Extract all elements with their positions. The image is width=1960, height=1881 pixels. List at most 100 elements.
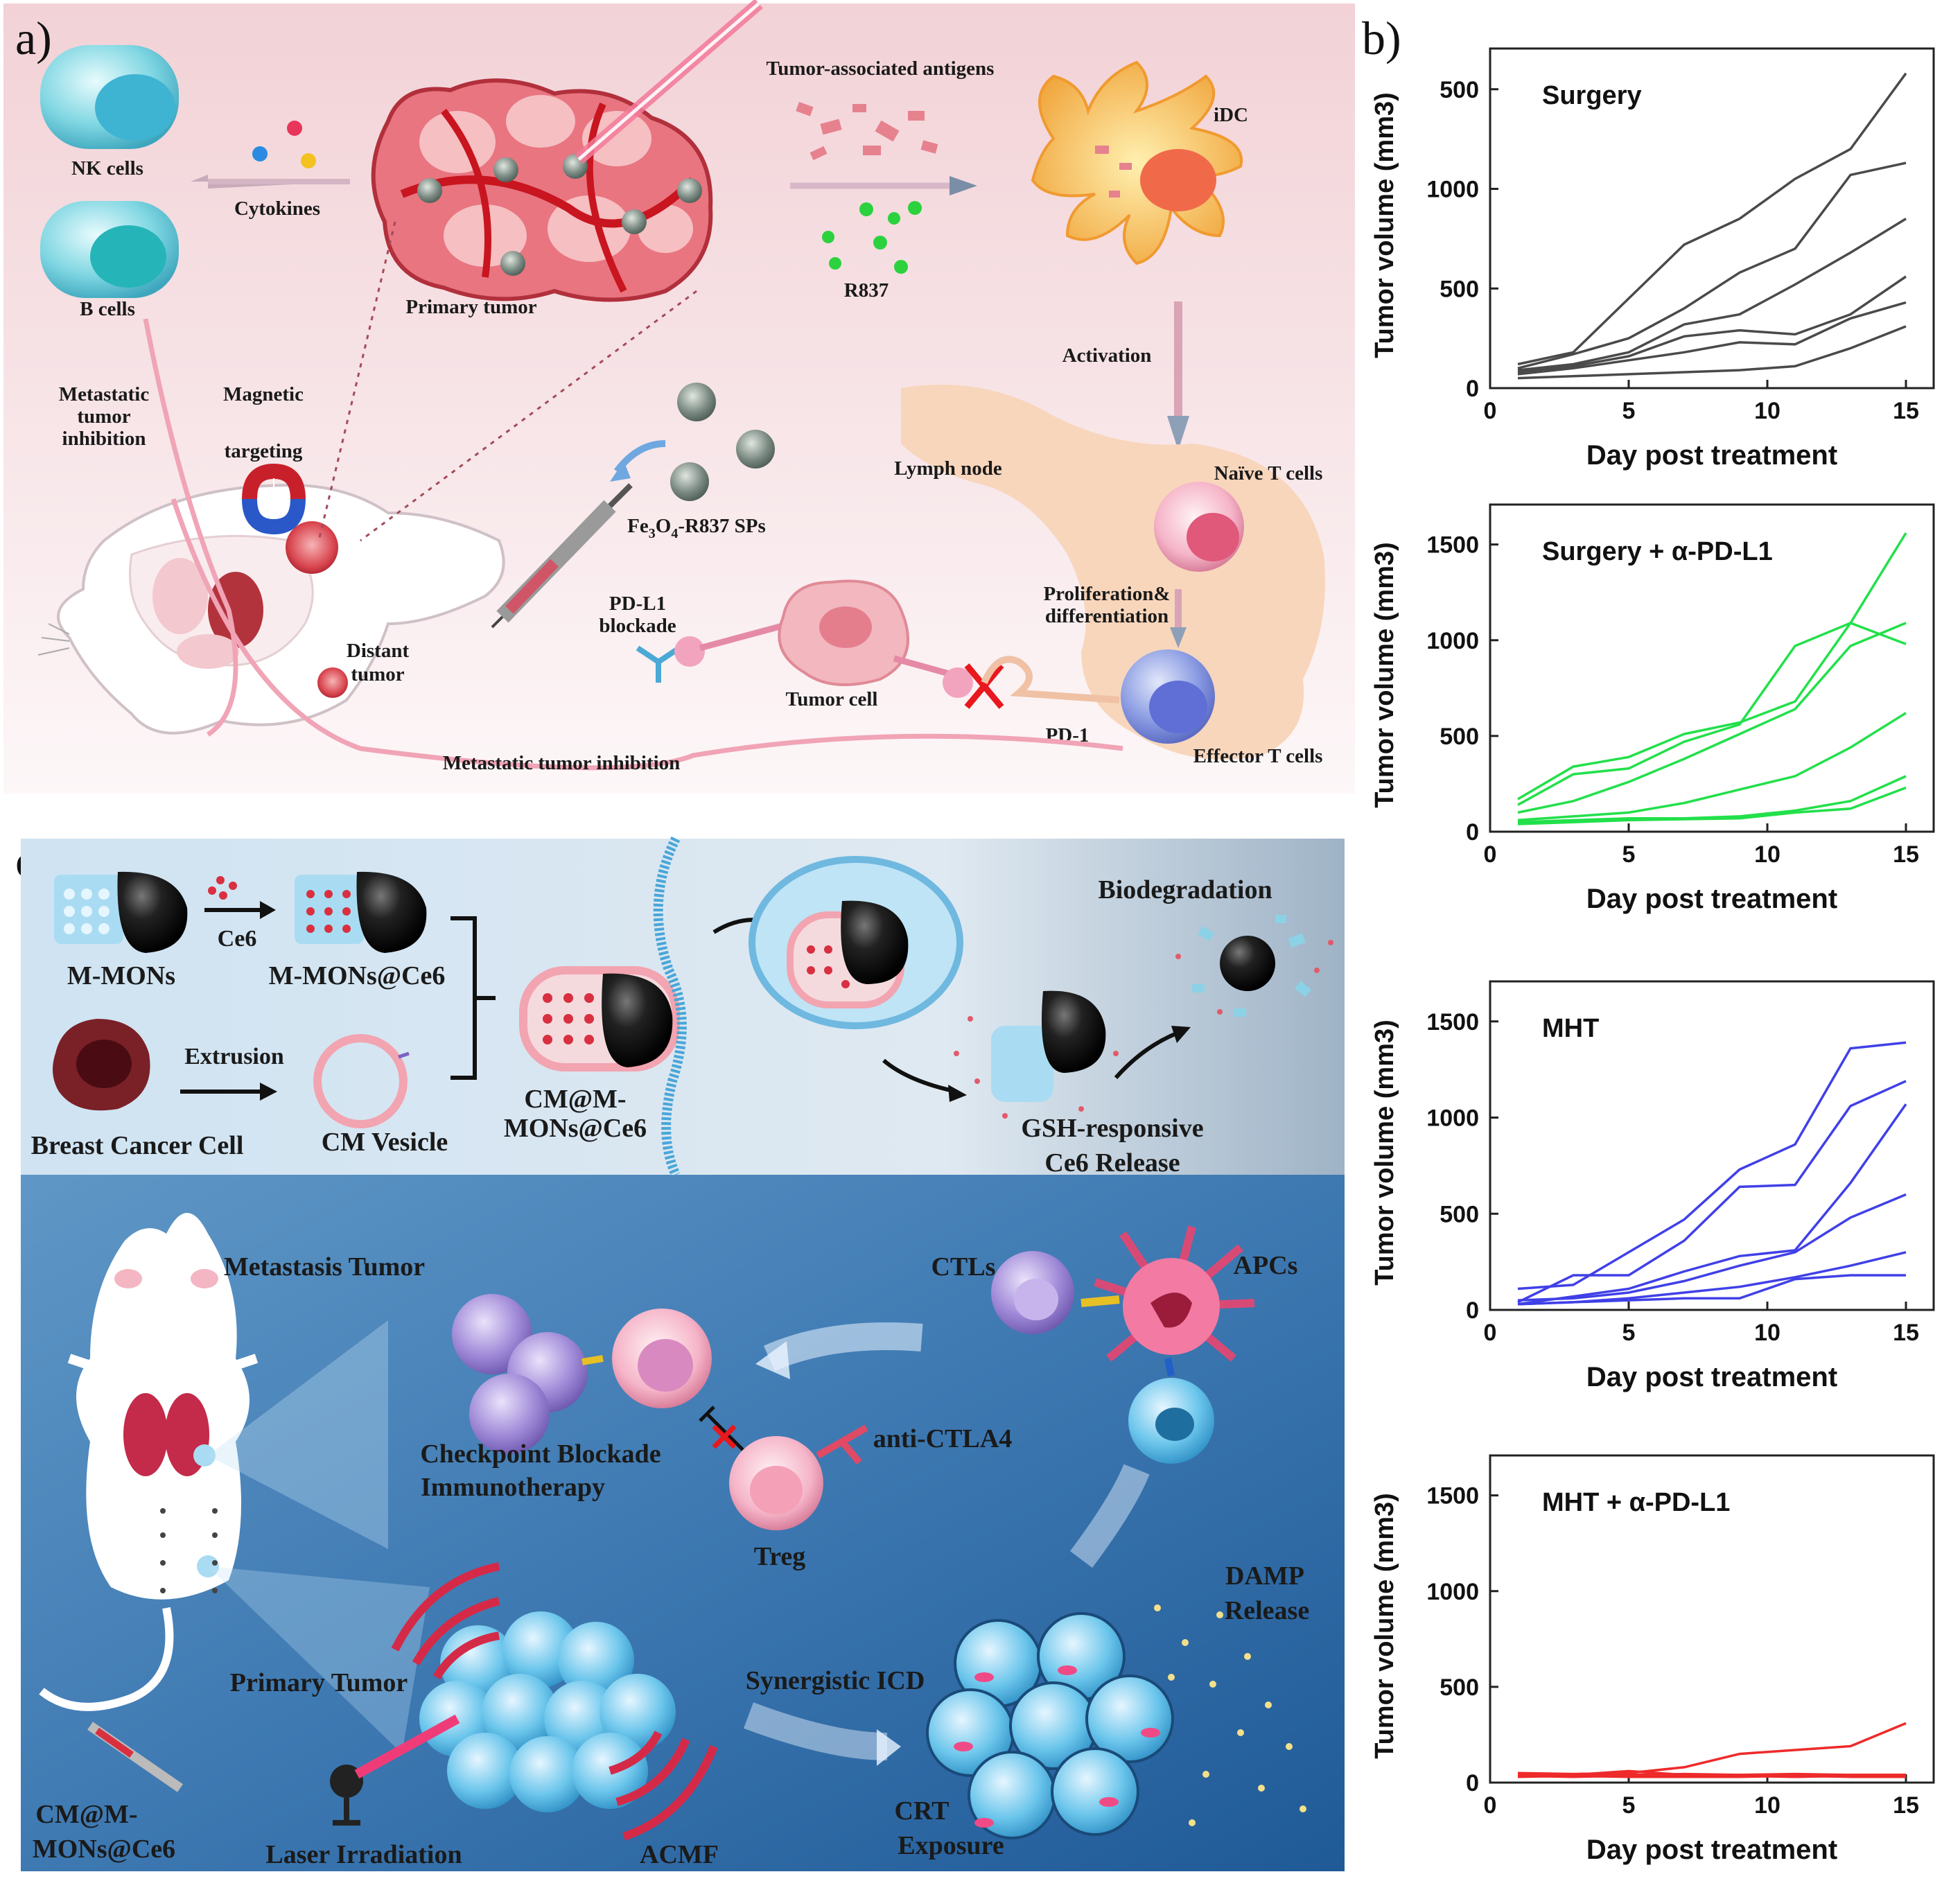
cm-m-mons-ce6-label-1: CM@M- (524, 1085, 626, 1114)
mouse-top-view (39, 1213, 259, 1711)
breast-cancer-cell (53, 1019, 150, 1111)
primary-tumor-illustration (371, 78, 713, 302)
chart-title: Surgery + α-PD-L1 (1542, 537, 1773, 566)
y-tick-label: 1000 (1426, 177, 1479, 203)
nk-cell (40, 45, 179, 149)
anti-ctla4-label: anti-CTLA4 (873, 1424, 1013, 1453)
y-axis-label: Tumor volume (mm3) (1370, 1020, 1399, 1286)
pd-l1-label-2: blockade (599, 615, 676, 637)
y-tick-label: 1500 (1426, 532, 1479, 559)
lymph-node (901, 385, 1325, 760)
x-tick-label: 10 (1754, 1320, 1780, 1346)
series-line-3 (1517, 218, 1907, 371)
distant-tumor-label-2: tumor (351, 663, 404, 685)
series-line-5 (1517, 301, 1907, 376)
checkpoint-label-2: Immunotherapy (421, 1473, 605, 1502)
crt-label-2: Exposure (898, 1831, 1004, 1860)
cm-vesicle-label: CM Vesicle (322, 1128, 448, 1157)
x-tick-label: 0 (1484, 398, 1497, 424)
cytokine-dot (287, 121, 302, 136)
cm-m-mons-ce6-particle (519, 966, 680, 1071)
pd-l1-label-1: PD-L1 (609, 593, 666, 615)
ctl-cell-right (991, 1251, 1074, 1334)
b-cells-label: B cells (80, 298, 135, 320)
antigen-arrow (950, 176, 977, 195)
series-line-5 (1517, 775, 1907, 823)
y-tick-label: 500 (1440, 724, 1479, 750)
x-tick-label: 15 (1893, 1320, 1919, 1346)
primary-tumor-label: Primary tumor (405, 296, 536, 318)
metastatic-label-3: inhibition (62, 428, 146, 450)
cytokine-dot (301, 153, 316, 168)
magnet-icon (242, 463, 306, 535)
endosome (749, 856, 963, 1029)
chart-title: MHT + α-PD-L1 (1542, 1488, 1730, 1517)
metastatic-bottom-label: Metastatic tumor inhibition (443, 752, 681, 774)
plot-frame (1489, 980, 1935, 1311)
y-tick-label: 0 (1466, 1297, 1479, 1324)
metastatic-label-1: Metastatic (59, 383, 150, 405)
antibody-icon (636, 645, 681, 683)
tumor-cell-label: Tumor cell (786, 688, 878, 710)
metastatic-label-2: tumor (77, 405, 130, 428)
crt-label-1: CRT (895, 1796, 950, 1826)
idc-cell (1031, 60, 1243, 265)
r837-label: R837 (844, 279, 889, 301)
gsh-release-particle (954, 990, 1119, 1119)
cm-m-mons-ce6-label-2: MONs@Ce6 (504, 1114, 647, 1143)
plot-frame (1489, 47, 1935, 390)
syringe-icon-c (87, 1722, 183, 1792)
bracket (450, 916, 496, 1080)
proliferation-label-2: differentiation (1045, 605, 1169, 627)
panel-a-label: a) (15, 12, 52, 64)
y-tick-label: 500 (1440, 276, 1479, 302)
sp-nanoparticle (670, 462, 709, 501)
plot-frame (1489, 1454, 1935, 1784)
x-tick-label: 0 (1484, 841, 1497, 868)
acmf-wave (391, 1562, 500, 1652)
ce6-arrow (260, 901, 276, 919)
r837-particles (822, 201, 922, 274)
y-tick-label: 1500 (1426, 1009, 1479, 1035)
pd-1-receptor (981, 656, 1120, 703)
tumor-cell (778, 579, 909, 686)
tumor-antigens-label: Tumor-associated antigens (767, 58, 995, 80)
series-line-1 (1517, 532, 1907, 800)
series-line-6 (1517, 786, 1907, 825)
antigen-fragments (796, 102, 938, 161)
panel-c-top-background (21, 839, 1345, 1175)
mouse-illustration (37, 483, 505, 735)
distant-tumor (317, 667, 348, 698)
y-tick-label: 1500 (1426, 1483, 1479, 1510)
effector-t-cells-label: Effector T cells (1193, 745, 1323, 767)
chart-title: Surgery (1542, 81, 1642, 110)
metastasis-tumor-label: Metastasis Tumor (224, 1252, 425, 1281)
activation-arrow (1167, 416, 1189, 450)
m-mons-ce6-particle (295, 871, 427, 953)
acmf-label: ACMF (640, 1840, 719, 1869)
y-tick-label: 1000 (1426, 628, 1479, 654)
y-tick-label: 0 (1466, 376, 1479, 402)
degraded-particle (1175, 915, 1333, 1017)
distant-tumor-label-1: Distant (347, 640, 410, 662)
magnetic-label-2: targeting (225, 440, 303, 462)
series-line-2 (1517, 161, 1907, 369)
x-axis-label: Day post treatment (1586, 884, 1837, 914)
icd-cluster (926, 1612, 1174, 1839)
laser-label: Laser Irradiation (265, 1840, 462, 1869)
treg-cell (729, 1436, 823, 1530)
primary-tumor-label-c: Primary Tumor (230, 1668, 408, 1697)
x-axis-label: Day post treatment (1586, 440, 1837, 471)
damp-label-1: DAMP (1225, 1561, 1304, 1591)
primary-tumor-cluster (419, 1611, 676, 1812)
y-tick-label: 1000 (1426, 1105, 1479, 1132)
series-line-1 (1517, 1041, 1907, 1291)
x-tick-label: 5 (1622, 841, 1636, 868)
cell-membrane (653, 836, 687, 1177)
series-line-2 (1517, 1080, 1907, 1304)
x-tick-label: 5 (1622, 1320, 1636, 1346)
y-tick-label: 500 (1440, 77, 1479, 103)
